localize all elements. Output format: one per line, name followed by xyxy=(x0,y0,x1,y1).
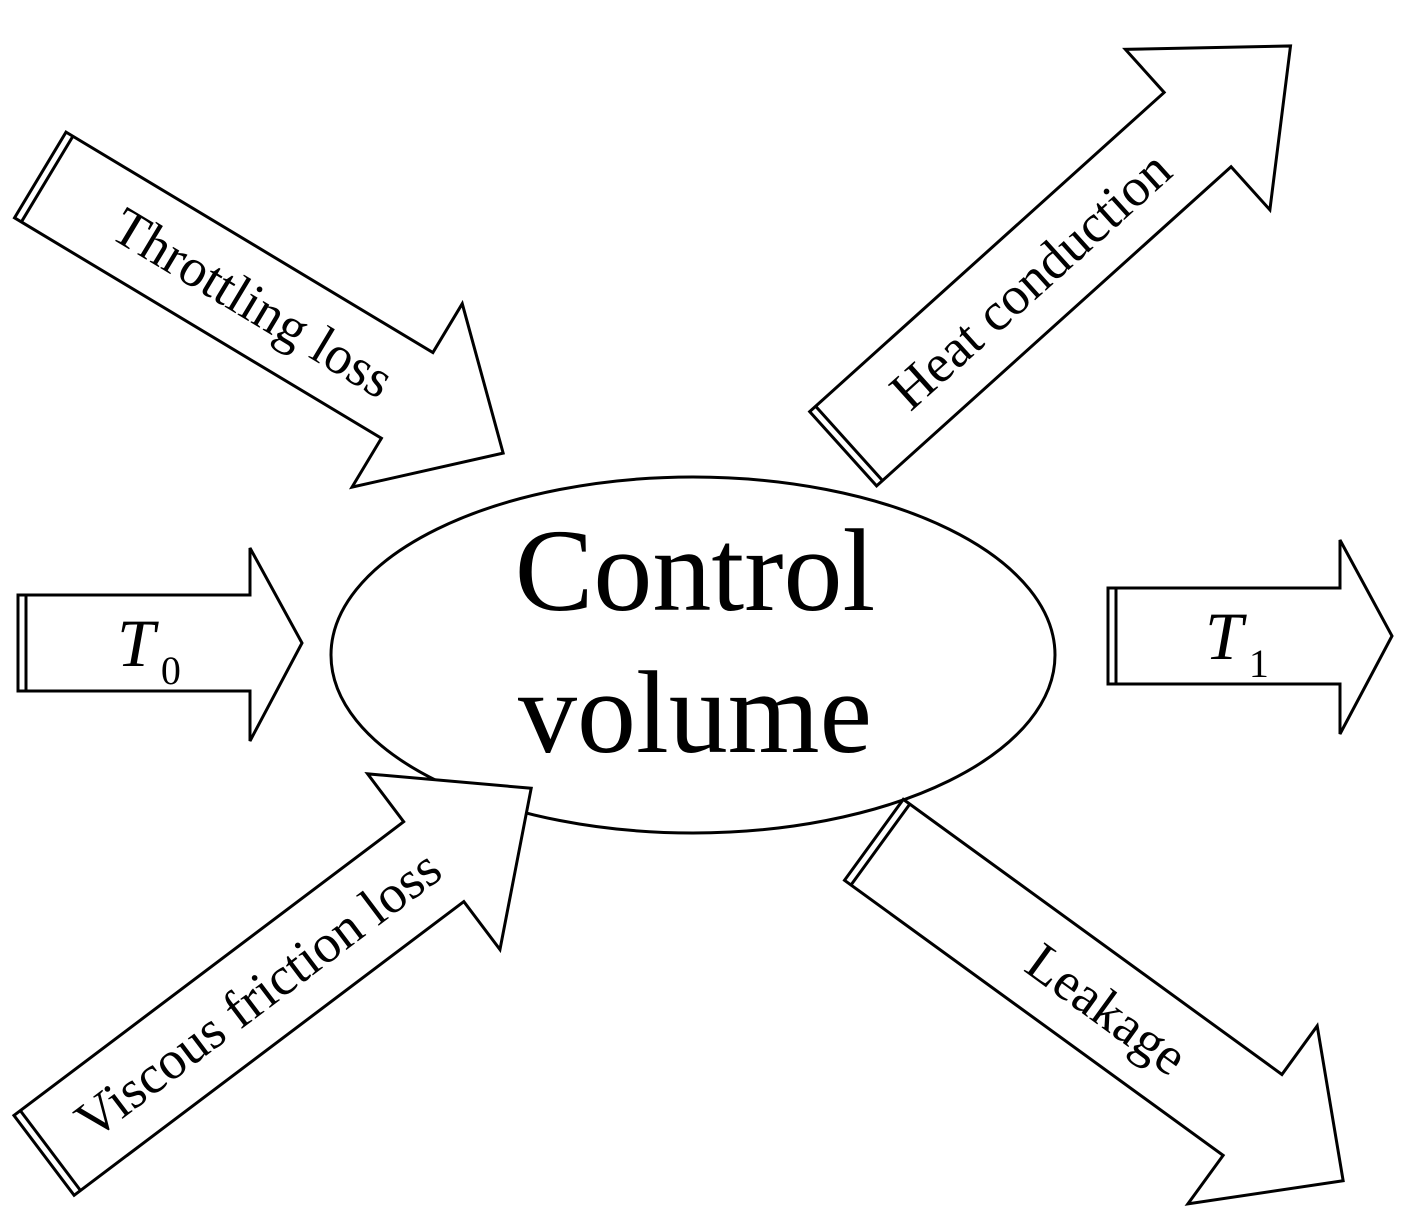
heat-conduction-arrow: Heat conduction xyxy=(807,44,1293,489)
viscous-friction-loss-label: Viscous friction loss xyxy=(64,837,452,1150)
temperature-out-subscript: 1 xyxy=(1249,641,1269,686)
control-volume-label-line1: Control xyxy=(515,505,876,636)
temperature-in-symbol: T xyxy=(117,605,159,681)
control-volume-ellipse xyxy=(329,475,1057,835)
throttling-loss-label: Throttling loss xyxy=(102,195,404,409)
heat-conduction-label: Heat conduction xyxy=(878,139,1182,421)
leakage-arrow: Leakage xyxy=(842,797,1345,1206)
control-volume-label-line2: volume xyxy=(518,647,872,778)
temperature-out-symbol: T xyxy=(1205,598,1247,674)
temperature-in-subscript: 0 xyxy=(161,648,181,693)
throttling-loss-arrow: Throttling loss xyxy=(12,130,506,490)
